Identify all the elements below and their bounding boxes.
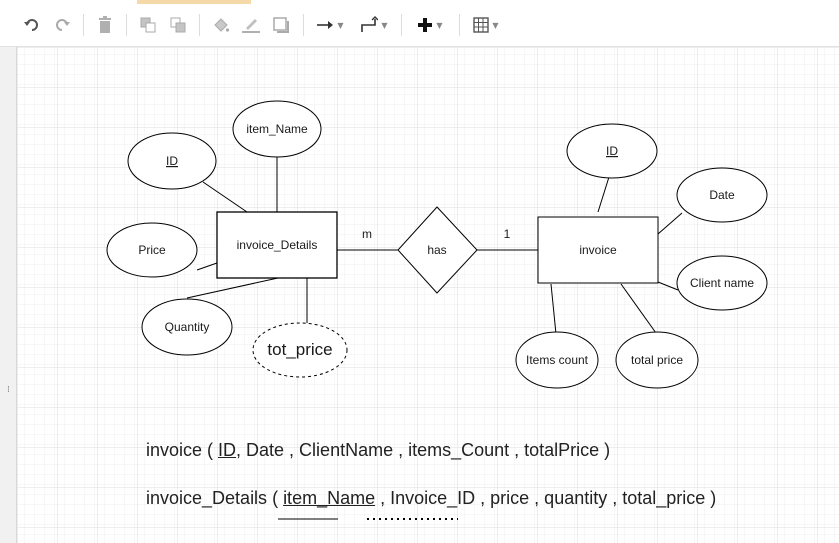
connector-line — [202, 181, 248, 213]
toolbar-separator — [303, 14, 304, 36]
cardinality-label: m — [362, 227, 372, 241]
relationship-has[interactable] — [397, 206, 478, 294]
toolbar-separator — [126, 14, 127, 36]
attribute-details-id[interactable] — [127, 132, 217, 190]
attribute-label: Client name — [690, 276, 754, 290]
schema-table-name: invoice — [146, 440, 203, 460]
entity-invoice[interactable] — [537, 216, 659, 284]
schema-paren: ( — [267, 488, 284, 508]
to-back-button[interactable] — [166, 13, 190, 37]
attribute-price[interactable] — [106, 222, 198, 278]
schema-invoice-details: invoice_Details ( item_Name , Invoice_ID… — [146, 488, 716, 509]
redo-button[interactable] — [50, 13, 74, 37]
connector-line — [620, 283, 657, 334]
connector-line — [657, 212, 683, 235]
attribute-label: item_Name — [246, 122, 308, 136]
toolbar-separator — [459, 14, 460, 36]
line-color-button[interactable] — [239, 13, 263, 37]
cardinality-label: 1 — [504, 227, 511, 241]
entity-label: invoice — [579, 243, 617, 257]
entity-label: invoice_Details — [237, 238, 318, 252]
attribute-label: ID — [606, 144, 618, 158]
to-front-icon — [140, 17, 156, 33]
schema-columns: , Date , ClientName , items_Count , tota… — [236, 440, 611, 460]
attribute-quantity[interactable] — [141, 298, 233, 356]
shadow-icon — [273, 17, 289, 33]
chevron-down-icon: ▼ — [436, 20, 443, 30]
attribute-label: tot_price — [267, 340, 332, 359]
chevron-down-icon: ▼ — [492, 20, 499, 30]
schema-primary-key: ID — [218, 440, 237, 460]
attribute-total-price[interactable] — [615, 331, 699, 389]
fill-color-button[interactable] — [209, 13, 233, 37]
connection-button[interactable]: ▼ — [313, 13, 347, 37]
toolbar-separator — [83, 14, 84, 36]
attribute-date[interactable] — [676, 167, 768, 223]
plus-icon — [418, 18, 433, 32]
er-diagram: item_Name ID Price Quantity tot_price in… — [17, 47, 839, 543]
table-icon — [473, 17, 490, 33]
attribute-label: Date — [709, 188, 735, 202]
attribute-items-count[interactable] — [515, 331, 599, 389]
pencil-icon — [242, 19, 260, 33]
left-panel-gutter[interactable]: ⁞ — [0, 47, 17, 543]
schema-separator: , — [375, 488, 391, 508]
relationship-label: has — [427, 243, 446, 257]
er-shapes — [106, 100, 768, 389]
to-front-button[interactable] — [136, 13, 160, 37]
attribute-item-name[interactable] — [232, 100, 322, 158]
attribute-label: Quantity — [165, 320, 210, 334]
attribute-label: total price — [631, 353, 683, 367]
arrow-right-icon — [317, 21, 334, 29]
shadow-button[interactable] — [269, 13, 293, 37]
delete-button[interactable] — [93, 13, 117, 37]
schema-paren: ( — [202, 440, 219, 460]
attribute-label: ID — [166, 154, 178, 168]
schema-invoice: invoice ( ID, Date , ClientName , items_… — [146, 440, 610, 461]
connector-lines — [186, 157, 683, 335]
attribute-tot-price[interactable] — [252, 322, 348, 378]
undo-icon — [24, 19, 38, 31]
schema-primary-key: item_Name — [283, 488, 376, 508]
trash-icon — [99, 16, 111, 33]
toolbar: ▼ ▼ ▼ ▼ — [0, 0, 839, 47]
table-button[interactable]: ▼ — [469, 13, 503, 37]
insert-button[interactable]: ▼ — [413, 13, 447, 37]
toolbar-separator — [199, 14, 200, 36]
undo-button[interactable] — [20, 13, 44, 37]
waypoints-button[interactable]: ▼ — [357, 13, 391, 37]
connector-line — [196, 262, 218, 271]
waypoints-icon — [361, 16, 379, 32]
attribute-label: Price — [138, 243, 166, 257]
schema-columns: , price , quantity , total_price ) — [475, 488, 717, 508]
connector-line — [186, 277, 279, 299]
chevron-down-icon: ▼ — [381, 20, 388, 30]
connector-line — [597, 176, 610, 213]
toolbar-separator — [401, 14, 402, 36]
chevron-down-icon: ▼ — [337, 20, 344, 30]
diagram-labels: item_Name ID Price Quantity tot_price in… — [138, 122, 754, 367]
schema-foreign-key: Invoice_ID — [390, 488, 476, 508]
entity-invoice-details[interactable] — [216, 211, 338, 279]
resize-handle-icon[interactable]: ⁞ — [7, 385, 10, 395]
drawing-canvas[interactable]: item_Name ID Price Quantity tot_price in… — [17, 47, 839, 543]
redo-icon — [56, 19, 70, 31]
attribute-client-name[interactable] — [676, 255, 768, 311]
toolbar-accent-strip — [137, 0, 251, 4]
attribute-invoice-id[interactable] — [566, 123, 658, 179]
to-back-icon — [170, 17, 186, 33]
attribute-label: Items count — [526, 353, 589, 367]
connector-line — [657, 281, 679, 291]
connector-line — [550, 283, 557, 335]
paint-bucket-icon — [214, 18, 230, 32]
schema-table-name: invoice_Details — [146, 488, 268, 508]
